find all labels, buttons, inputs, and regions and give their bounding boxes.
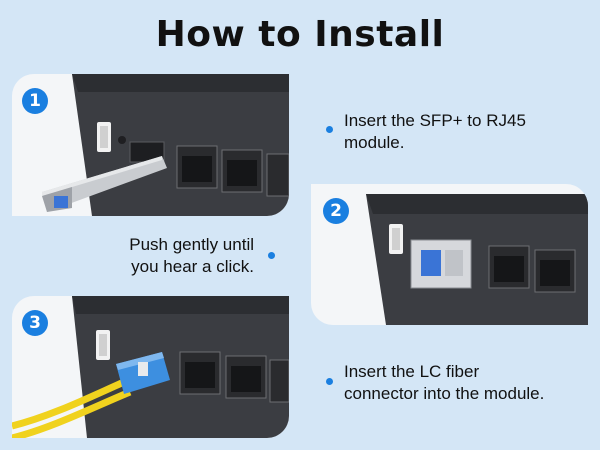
step-2-text-line1: Push gently until — [129, 235, 254, 254]
step-3-bullet — [326, 378, 333, 385]
step-3-text: Insert the LC fiber connector into the m… — [344, 361, 544, 405]
step-1-text-line1: Insert the SFP+ to RJ45 — [344, 111, 526, 130]
sfp-seated-illustration — [366, 194, 588, 325]
step-1-badge: 1 — [22, 88, 48, 114]
step-3-text-line1: Insert the LC fiber — [344, 362, 480, 381]
step-2-bullet — [268, 252, 275, 259]
lc-fiber-connector-illustration — [12, 296, 289, 438]
step-2-text-line2: you hear a click. — [131, 257, 254, 276]
step-3-text-line2: connector into the module. — [344, 384, 545, 403]
page-title: How to Install — [155, 14, 445, 55]
step-3-photo — [12, 296, 289, 438]
step-2-badge: 2 — [323, 198, 349, 224]
step-3-badge: 3 — [22, 310, 48, 336]
step-1-text-line2: module. — [344, 133, 405, 152]
step-2-photo — [311, 184, 588, 325]
switch-sfp-insert-illustration — [42, 74, 289, 216]
step-1-bullet — [326, 126, 333, 133]
step-1-photo — [12, 74, 289, 216]
step-2-text: Push gently until you hear a click. — [94, 234, 254, 278]
step-1-text: Insert the SFP+ to RJ45 module. — [344, 110, 526, 154]
